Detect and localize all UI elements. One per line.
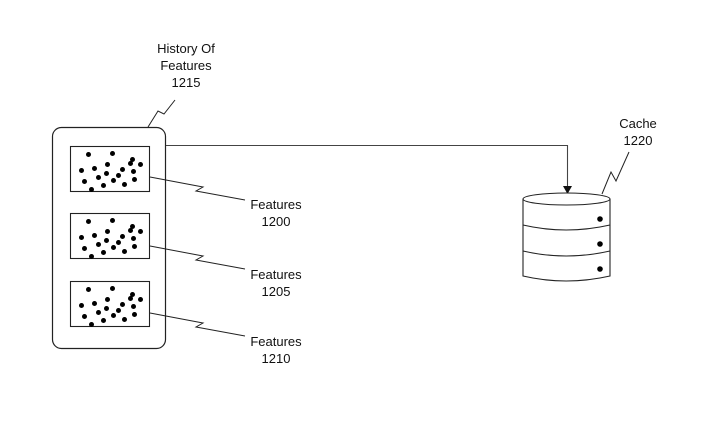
feature-box-1205 bbox=[69, 212, 151, 260]
feature-leader-line-1210 bbox=[149, 312, 246, 337]
feature-dot bbox=[132, 177, 137, 182]
feature-box-1200 bbox=[69, 145, 151, 193]
feature-leader-line-1205 bbox=[149, 245, 246, 270]
feature-dot bbox=[96, 242, 101, 247]
features-label-text: Features bbox=[250, 267, 302, 282]
feature-dot bbox=[110, 286, 115, 291]
feature-dot bbox=[101, 183, 106, 188]
feature-dot bbox=[96, 175, 101, 180]
feature-dot bbox=[130, 157, 135, 162]
feature-dot bbox=[131, 304, 136, 309]
features-label-1200: Features 1200 bbox=[243, 196, 309, 230]
cache-tier-divider-2 bbox=[522, 250, 611, 257]
feature-dot bbox=[104, 238, 109, 243]
feature-dot bbox=[138, 229, 143, 234]
history-label-ref: 1215 bbox=[171, 75, 201, 90]
feature-dot bbox=[96, 310, 101, 315]
history-leader-line bbox=[147, 99, 176, 128]
feature-dot bbox=[92, 166, 97, 171]
feature-dot bbox=[92, 301, 97, 306]
cache-cylinder bbox=[522, 192, 611, 282]
features-label-text: Features bbox=[250, 197, 302, 212]
cache-tier-indicator-2 bbox=[597, 241, 603, 247]
feature-dot bbox=[120, 234, 125, 239]
feature-dot bbox=[105, 229, 110, 234]
history-container bbox=[51, 126, 167, 350]
feature-dot bbox=[82, 179, 87, 184]
feature-dot bbox=[82, 314, 87, 319]
feature-dot bbox=[120, 302, 125, 307]
features-label-text: Features bbox=[250, 334, 302, 349]
cache-tier-divider-1 bbox=[522, 224, 611, 231]
feature-dots-1210 bbox=[79, 286, 143, 327]
feature-dot bbox=[116, 240, 121, 245]
feature-dot bbox=[79, 168, 84, 173]
feature-dot bbox=[110, 151, 115, 156]
features-label-1205: Features 1205 bbox=[243, 266, 309, 300]
cache-top bbox=[522, 192, 611, 206]
feature-dot bbox=[128, 228, 133, 233]
feature-dot bbox=[92, 233, 97, 238]
history-label-line2: Features bbox=[160, 58, 212, 73]
feature-dot bbox=[132, 312, 137, 317]
feature-dot bbox=[104, 306, 109, 311]
feature-dot bbox=[105, 162, 110, 167]
feature-dot bbox=[138, 162, 143, 167]
feature-dot bbox=[120, 167, 125, 172]
feature-dot bbox=[130, 292, 135, 297]
feature-dot bbox=[131, 236, 136, 241]
feature-leader-line-1200 bbox=[149, 176, 246, 201]
feature-dot bbox=[79, 303, 84, 308]
cache-tier-indicator-3 bbox=[597, 266, 603, 272]
feature-dot bbox=[111, 245, 116, 250]
feature-dot bbox=[122, 182, 127, 187]
feature-dot bbox=[89, 254, 94, 259]
features-label-ref: 1210 bbox=[261, 351, 291, 366]
feature-dot bbox=[132, 244, 137, 249]
feature-dots-1205 bbox=[79, 218, 143, 259]
feature-dot bbox=[101, 318, 106, 323]
cache-label-text: Cache bbox=[619, 116, 657, 131]
features-label-ref: 1200 bbox=[261, 214, 291, 229]
feature-dot bbox=[89, 187, 94, 192]
history-label: History Of Features 1215 bbox=[148, 40, 224, 91]
feature-dots-1200 bbox=[79, 151, 143, 192]
feature-dot bbox=[116, 173, 121, 178]
feature-dot bbox=[89, 322, 94, 327]
feature-box-1210 bbox=[69, 280, 151, 328]
cache-body bbox=[522, 199, 611, 282]
feature-dot bbox=[86, 287, 91, 292]
feature-dot bbox=[110, 218, 115, 223]
history-label-line1: History Of bbox=[157, 41, 215, 56]
feature-dot bbox=[101, 250, 106, 255]
cache-tier-indicator-1 bbox=[597, 216, 603, 222]
feature-dot bbox=[130, 224, 135, 229]
cache-leader-line bbox=[601, 151, 630, 195]
feature-dot bbox=[128, 161, 133, 166]
feature-dot bbox=[111, 178, 116, 183]
feature-dot bbox=[86, 219, 91, 224]
feature-dot bbox=[86, 152, 91, 157]
feature-dot bbox=[116, 308, 121, 313]
cache-label-ref: 1220 bbox=[623, 133, 653, 148]
feature-dot bbox=[122, 317, 127, 322]
feature-dot bbox=[138, 297, 143, 302]
features-label-ref: 1205 bbox=[261, 284, 291, 299]
cache-label: Cache 1220 bbox=[612, 115, 664, 149]
feature-dot bbox=[128, 296, 133, 301]
feature-dot bbox=[79, 235, 84, 240]
feature-dot bbox=[82, 246, 87, 251]
features-label-1210: Features 1210 bbox=[243, 333, 309, 367]
feature-dot bbox=[105, 297, 110, 302]
feature-dot bbox=[122, 249, 127, 254]
feature-dot bbox=[131, 169, 136, 174]
feature-dot bbox=[111, 313, 116, 318]
connector-line bbox=[166, 144, 569, 187]
feature-dot bbox=[104, 171, 109, 176]
connector-arrowhead bbox=[563, 186, 572, 194]
